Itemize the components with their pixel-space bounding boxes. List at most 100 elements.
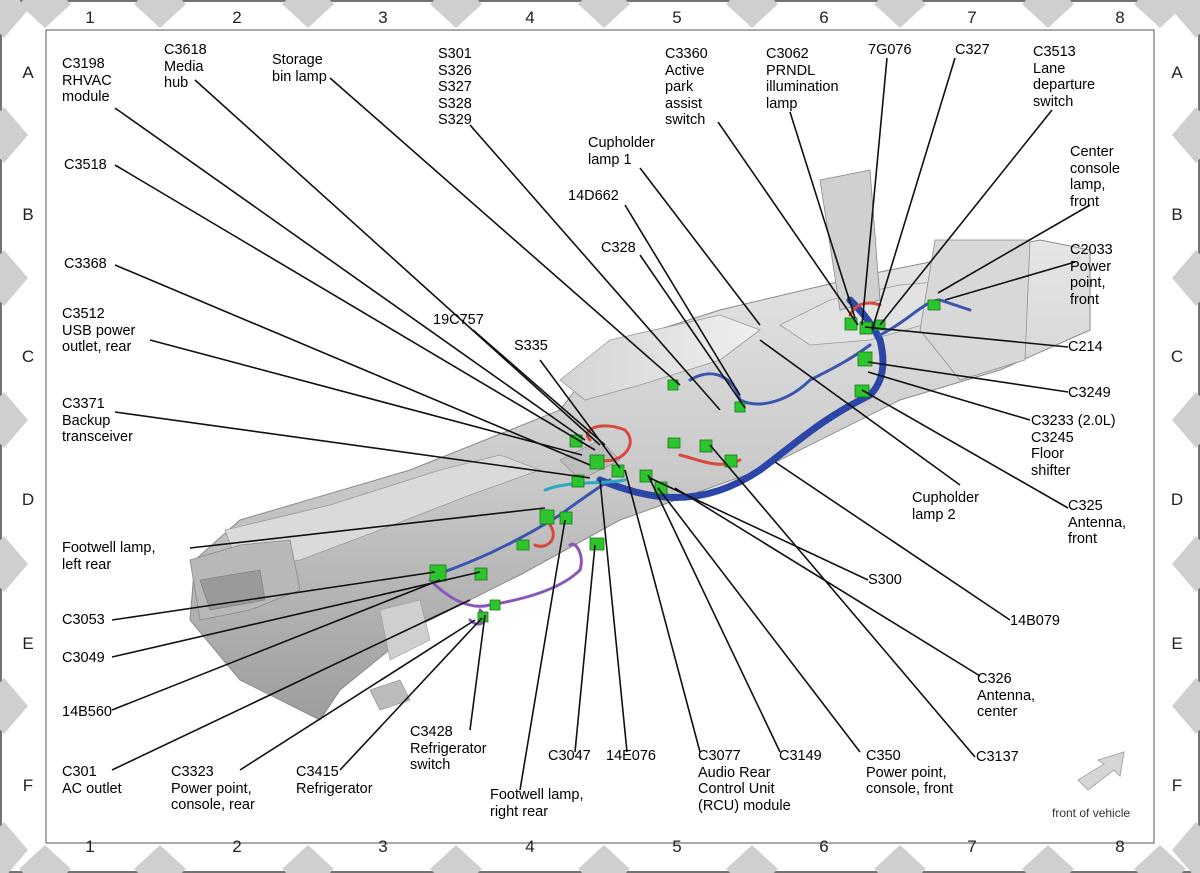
label-c214: C214 [1068, 339, 1103, 355]
grid-row-C-left: C [21, 347, 35, 366]
harness-blue-main [596, 296, 887, 501]
label-c3360: C3360 Active park assist switch [665, 46, 708, 128]
label-c3518: C3518 [64, 157, 107, 173]
leader-line [867, 371, 1031, 421]
leader-line [149, 339, 583, 456]
leader-line [339, 617, 483, 771]
label-c326: C326 Antenna, center [977, 671, 1036, 720]
leader-line [624, 204, 741, 396]
leader-line [469, 614, 486, 731]
label-c3149: C3149 [779, 748, 822, 764]
grid-row-A-right: A [1171, 63, 1183, 82]
grid-row-D-left: D [21, 490, 35, 509]
label-storage-bin-lamp: Storage bin lamp [272, 52, 327, 85]
grid-column-5-bottom: 5 [672, 837, 682, 856]
harness-red-front [848, 301, 882, 317]
grid-column-5-top: 5 [672, 8, 682, 27]
label-c3137: C3137 [976, 749, 1019, 765]
leader-line [639, 167, 761, 326]
grid-row-D-right: D [1170, 490, 1184, 509]
label-c3233: C3233 (2.0L) C3245 Floor shifter [1031, 413, 1116, 479]
leader-line [647, 474, 781, 753]
label-footwell-left: Footwell lamp, left rear [62, 540, 156, 573]
leader-line [624, 469, 701, 753]
label-c3053: C3053 [62, 612, 105, 628]
leader-line [114, 411, 591, 479]
grid-column-3-bottom: 3 [378, 837, 388, 856]
leader-line [789, 111, 856, 319]
leader-line [239, 619, 476, 771]
leader-line [759, 339, 961, 486]
leader-line [114, 164, 596, 451]
leader-line [861, 57, 888, 326]
grid-row-E-right: E [1171, 634, 1183, 653]
leader-line [867, 361, 1069, 393]
label-c328: C328 [601, 240, 636, 256]
label-s335: S335 [514, 338, 548, 354]
leader-line [519, 519, 566, 791]
label-c3368: C3368 [64, 256, 107, 272]
leader-line [864, 326, 1069, 348]
leader-line [539, 359, 621, 469]
label-cupholder-lamp-1: Cupholder lamp 1 [588, 135, 655, 168]
front-of-vehicle-label: front of vehicle [1052, 806, 1131, 820]
label-s300: S300 [868, 572, 902, 588]
leader-line [472, 329, 606, 446]
leader-line [574, 544, 596, 753]
label-c3049: C3049 [62, 650, 105, 666]
leader-line [937, 204, 1091, 294]
leader-lines [111, 57, 1091, 791]
grid-column-4-top: 4 [525, 8, 535, 27]
grid-column-4-bottom: 4 [525, 837, 535, 856]
leader-line [871, 57, 956, 331]
label-c3428: C3428 Refrigerator switch [410, 724, 487, 773]
label-c327: C327 [955, 42, 990, 58]
grid-column-8-bottom: 8 [1115, 837, 1125, 856]
leader-line [657, 487, 861, 753]
label-c3512: C3512 USB power outlet, rear [62, 306, 136, 355]
leader-line [111, 571, 481, 658]
label-c3249: C3249 [1068, 385, 1111, 401]
label-c3415: C3415 Refrigerator [296, 764, 373, 797]
leader-line [879, 109, 1053, 326]
label-c3077: C3077 Audio Rear Control Unit (RCU) modu… [698, 748, 791, 814]
leader-line [329, 77, 681, 386]
leader-line [114, 264, 591, 466]
grid-column-3-top: 3 [378, 8, 388, 27]
leader-line [861, 389, 1069, 509]
leader-line [674, 487, 981, 677]
label-14b079: 14B079 [1010, 613, 1060, 629]
label-c3323: C3323 Power point, console, rear [171, 764, 255, 813]
label-c325: C325 Antenna, front [1068, 498, 1127, 547]
harness-cyan [543, 478, 627, 492]
label-footwell-right: Footwell lamp, right rear [490, 787, 584, 820]
label-c3047: C3047 [548, 748, 591, 764]
grid-column-1-bottom: 1 [85, 837, 95, 856]
grid-row-F-left: F [22, 776, 34, 795]
label-c350: C350 Power point, console, front [866, 748, 954, 797]
grid-column-1-top: 1 [85, 8, 95, 27]
leader-line [599, 479, 628, 753]
leader-line [111, 599, 471, 771]
grid-row-B-left: B [22, 205, 34, 224]
label-c3371: C3371 Backup transceiver [62, 396, 133, 445]
label-c3513: C3513 Lane departure switch [1033, 44, 1096, 110]
label-c3062: C3062 PRNDL illumination lamp [766, 46, 839, 112]
grid-row-F-right: F [1171, 776, 1183, 795]
grid-row-E-left: E [22, 634, 34, 653]
label-splices: S301 S326 S327 S328 S329 [438, 46, 472, 128]
connectors [429, 299, 941, 623]
label-7g076: 7G076 [868, 42, 912, 58]
grid-column-8-top: 8 [1115, 8, 1125, 27]
grid-row-A-left: A [22, 63, 34, 82]
label-14d662: 14D662 [568, 188, 619, 204]
grid-column-6-top: 6 [819, 8, 829, 27]
leader-line [709, 444, 976, 758]
grid-column-6-bottom: 6 [819, 837, 829, 856]
leader-line [194, 79, 601, 446]
front-arrow-icon [1077, 751, 1125, 791]
grid-column-2-top: 2 [232, 8, 242, 27]
grid-row-C-right: C [1170, 347, 1184, 366]
leader-line [114, 107, 586, 441]
